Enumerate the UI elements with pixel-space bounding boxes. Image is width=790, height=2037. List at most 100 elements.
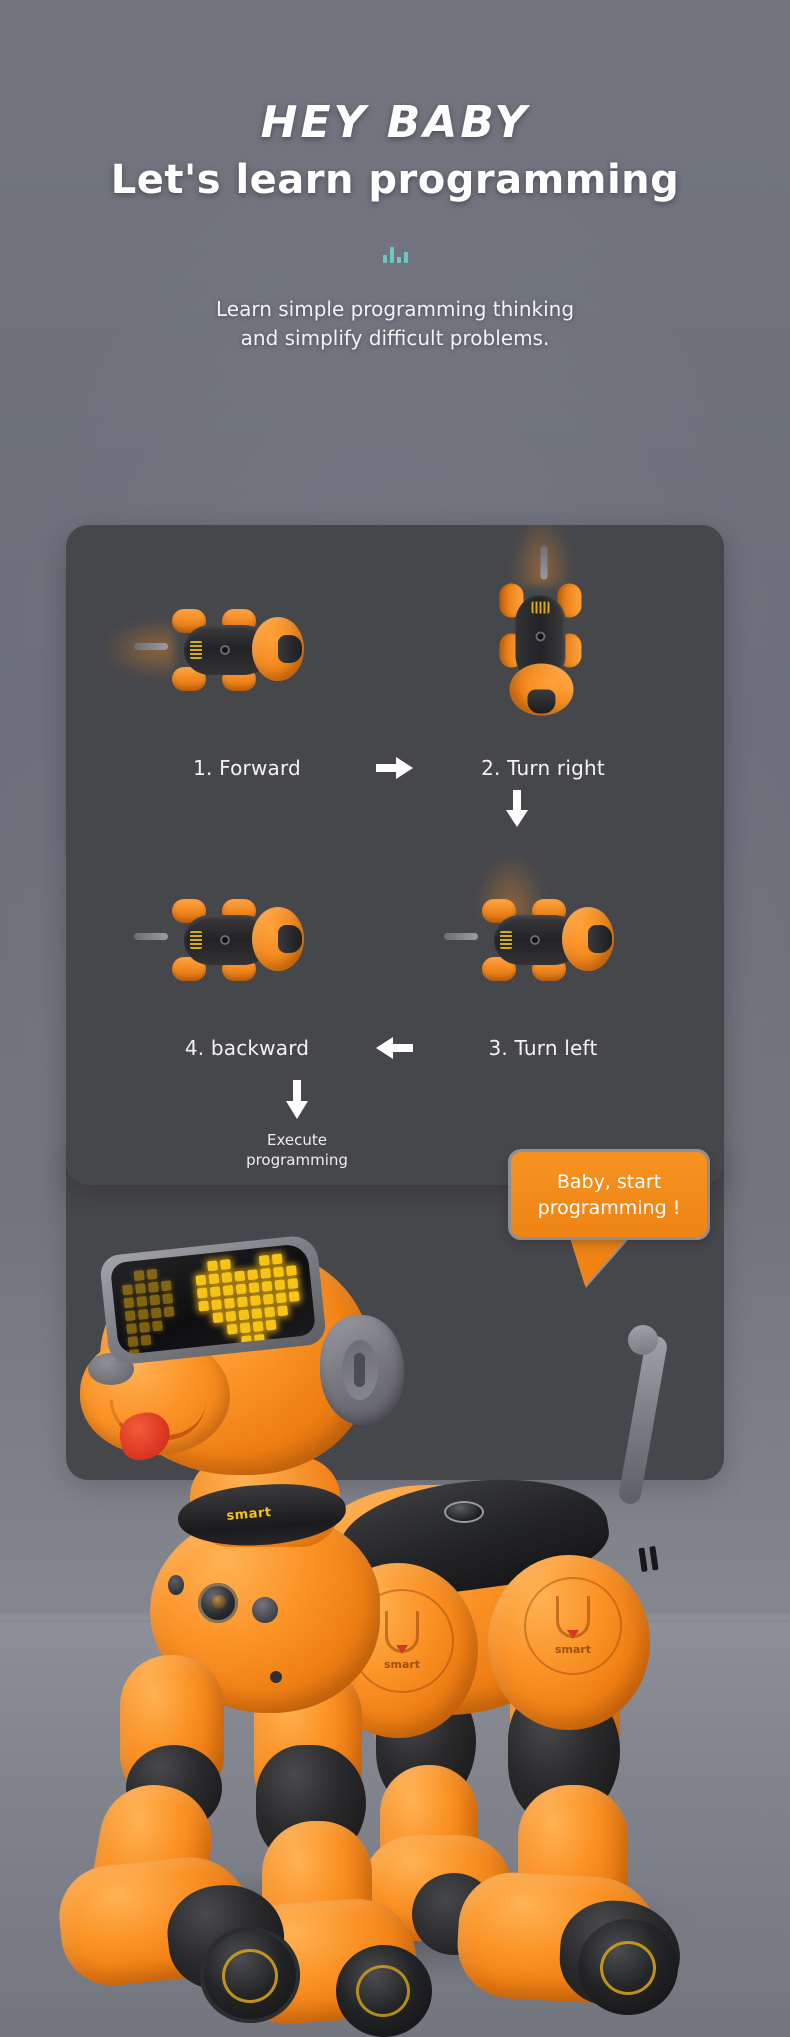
header: HEY BABY Let's learn programming Learn s… (0, 0, 790, 353)
led-pixel (146, 1268, 158, 1280)
led-pixel (275, 1292, 287, 1304)
led-pixel (238, 1309, 250, 1321)
led-pixel (195, 1274, 207, 1286)
led-pixel (163, 1306, 175, 1318)
robot-dog: robot smart smart smart (40, 1185, 750, 2037)
led-pixel (147, 1281, 159, 1293)
led-pixel (124, 1310, 136, 1322)
led-pixel (285, 1265, 297, 1277)
robot-tail (617, 1334, 669, 1506)
robot-ear-slot (354, 1353, 365, 1387)
page-title-line-1: HEY BABY (260, 97, 530, 148)
robot-top-view-turn-right (434, 525, 649, 768)
speech-bubble-line-1: Baby, start (556, 1170, 662, 1193)
robot-chest-speaker (252, 1597, 278, 1623)
led-pixel (248, 1282, 260, 1294)
led-pixel (288, 1291, 300, 1302)
led-pixel (126, 1323, 138, 1335)
led-pixel (123, 1297, 135, 1309)
step-forward-illustration (104, 555, 356, 745)
robot-led-strip (190, 931, 202, 949)
led-pixel (271, 1253, 283, 1265)
led-pixel (127, 1336, 139, 1348)
robot-front-right-wheel-ring (356, 1965, 410, 2017)
steps-row-2-labels: 4. backward 3. Turn left (66, 1035, 724, 1061)
page-subtitle: Learn simple programming thinking and si… (0, 295, 790, 353)
led-pixel (150, 1307, 162, 1319)
triangle-indicator-icon (567, 1630, 579, 1639)
speech-bubble-line-2: programming ! (537, 1196, 681, 1219)
arrow-down-execute-icon (284, 1080, 310, 1120)
robot-sensor (530, 935, 540, 945)
robot-led-strip (500, 931, 512, 949)
step-turn-left-illustration (416, 845, 666, 1035)
robot-hip-button-label: smart (554, 1643, 592, 1656)
step-label-turn-left: 3. Turn left (488, 1036, 598, 1060)
robot-back-vent-bars (638, 1545, 659, 1573)
robot-top-view-turn-left (416, 845, 666, 1035)
robot-top-view-backward (106, 845, 356, 1035)
u-icon (556, 1596, 590, 1639)
led-pixel (198, 1300, 210, 1312)
led-pixel (140, 1334, 152, 1346)
robot-led-strip (532, 601, 550, 614)
led-pixel (135, 1283, 147, 1295)
led-pixel (149, 1294, 161, 1306)
led-pixel (287, 1278, 299, 1290)
led-pixel (160, 1280, 172, 1292)
led-pixel (208, 1273, 220, 1285)
led-pixel (137, 1308, 149, 1320)
steps-grid: 1. Forward 2. Turn right (66, 525, 724, 1185)
robot-collar-badge-text: smart (225, 1504, 273, 1524)
page-title-line-2: Let's learn programming (110, 157, 680, 203)
robot-tail (134, 643, 168, 650)
led-pixel (226, 1323, 238, 1335)
robot-tail (134, 933, 168, 940)
led-pixel (247, 1269, 259, 1281)
led-pixel (249, 1295, 261, 1307)
step-label-forward: 1. Forward (193, 756, 301, 780)
led-pixel (219, 1259, 231, 1271)
steps-row-1-labels: 1. Forward 2. Turn right (66, 755, 724, 781)
robot-chest-sensor-small (168, 1575, 184, 1595)
robot-front-left-wheel-ring (222, 1949, 278, 2003)
led-pixel (209, 1286, 221, 1298)
robot-shoulder-button-label: smart (383, 1658, 421, 1671)
led-pixel (234, 1270, 246, 1282)
led-pixel (152, 1320, 164, 1332)
robot-back-right-wheel-ring (600, 1941, 656, 1995)
step-label-backward: 4. backward (184, 1036, 310, 1060)
led-pixel (136, 1295, 148, 1307)
robot-snout (528, 689, 556, 714)
robot-hip-button[interactable]: smart (524, 1577, 622, 1675)
led-pixel (274, 1279, 286, 1291)
robot-led-strip (190, 641, 202, 659)
led-pixel (261, 1280, 273, 1292)
speech-bubble-text: Baby, start programming ! (538, 1169, 681, 1221)
step-backward-illustration (106, 845, 356, 1035)
led-pixel (222, 1284, 234, 1296)
led-pixel (162, 1293, 174, 1305)
step-turn-right-illustration (416, 525, 666, 750)
execute-programming-label: Execute programming (187, 1130, 407, 1170)
equalizer-bars-icon (378, 241, 412, 263)
led-pixel (196, 1287, 208, 1299)
arrow-left-icon (357, 1035, 433, 1061)
led-pixel (239, 1322, 251, 1334)
robot-tail (541, 545, 548, 580)
page-subtitle-line-1: Learn simple programming thinking (215, 297, 575, 321)
led-pixel (252, 1320, 264, 1332)
led-pixel (212, 1312, 224, 1324)
led-pixel (225, 1310, 237, 1322)
robot-top-view-forward (104, 555, 356, 745)
led-pixel (139, 1321, 151, 1333)
u-icon (385, 1611, 419, 1654)
robot-sensor (220, 645, 230, 655)
led-pixel (224, 1297, 236, 1309)
led-pixel (273, 1266, 285, 1278)
robot-snout (278, 925, 302, 953)
arrow-right-icon (357, 755, 433, 781)
led-pixel (211, 1299, 223, 1311)
robot-back-port (444, 1501, 484, 1523)
speech-bubble: Baby, start programming ! (508, 1149, 710, 1240)
